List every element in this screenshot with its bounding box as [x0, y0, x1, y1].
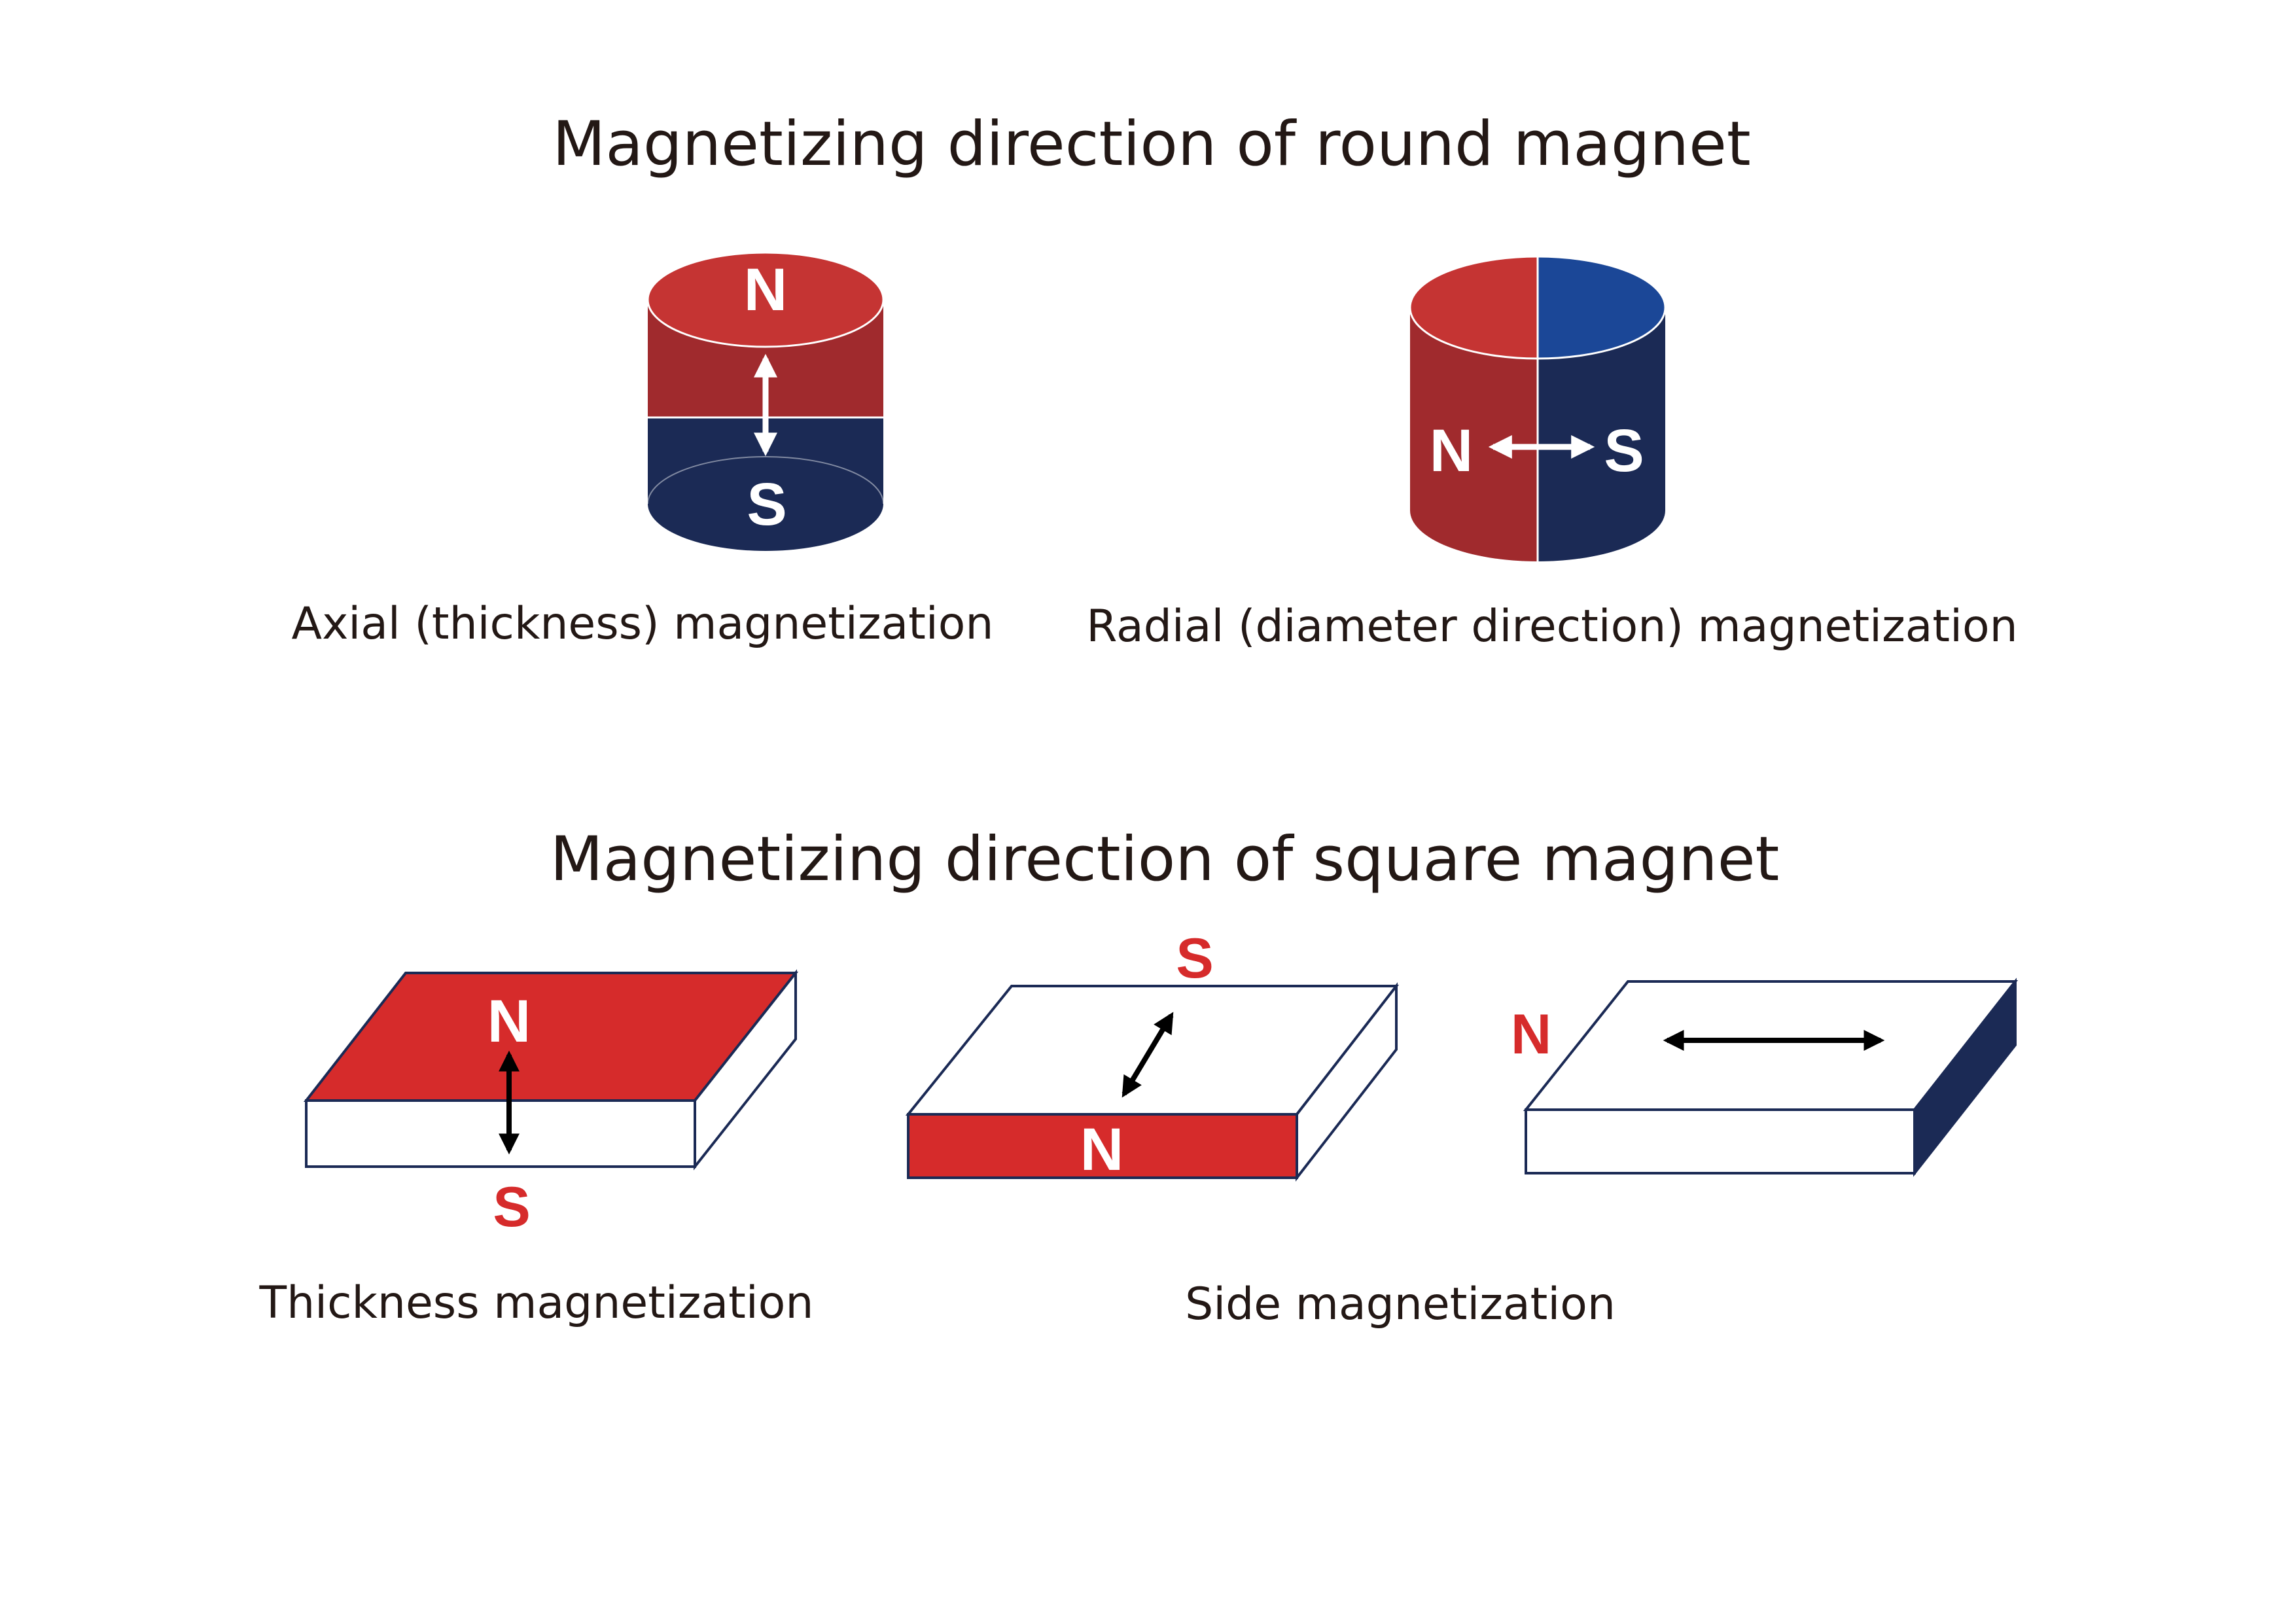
side1-direction-arrow — [1122, 1012, 1174, 1098]
axial-north-label: N — [744, 256, 787, 323]
square-section-title: Magnetizing direction of square magnet — [550, 824, 1780, 895]
radial-north-half — [1410, 308, 1538, 561]
side2-north-label: N — [1511, 1003, 1551, 1066]
side-block-2: N — [1511, 978, 2019, 1177]
radial-top-south — [1538, 256, 1665, 359]
round-section-title: Magnetizing direction of round magnet — [552, 109, 1751, 180]
side-caption: Side magnetization — [1185, 1279, 1616, 1330]
side2-front-face — [1525, 1108, 1916, 1174]
thickness-caption: Thickness magnetization — [259, 1277, 814, 1329]
side1-south-label: S — [1176, 927, 1213, 990]
axial-caption: Axial (thickness) magnetization — [292, 598, 994, 650]
axial-bottom-face — [648, 457, 883, 551]
side1-north-face — [907, 1113, 1298, 1179]
side-block-1: N S — [905, 927, 1400, 1183]
radial-cylinder: N S — [1409, 255, 1667, 561]
axial-top-face — [646, 251, 885, 348]
thickness-front-face — [305, 1099, 696, 1168]
thickness-south-label: S — [493, 1176, 530, 1239]
thickness-block: N S — [303, 969, 799, 1239]
radial-top-north — [1410, 256, 1538, 359]
thickness-north-label: N — [487, 988, 531, 1055]
radial-south-label: S — [1604, 417, 1644, 484]
radial-north-label: N — [1430, 417, 1473, 484]
radial-south-half — [1538, 308, 1665, 561]
side1-north-label: N — [1080, 1116, 1123, 1183]
axial-cylinder: N S — [646, 251, 885, 551]
radial-caption: Radial (diameter direction) magnetizatio… — [1086, 601, 2017, 652]
axial-south-label: S — [747, 471, 786, 538]
axial-bottom-rim — [647, 456, 884, 504]
